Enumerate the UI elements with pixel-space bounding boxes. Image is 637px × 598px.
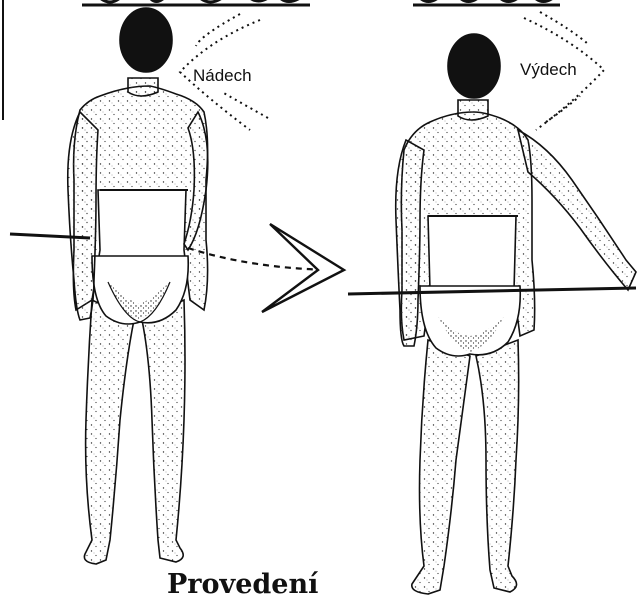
head-left — [120, 8, 172, 72]
exhale-label: Výdech — [520, 60, 577, 79]
figure-start-position — [68, 8, 208, 564]
bottom-title: Provedení — [167, 569, 319, 598]
inhale-label: Nádech — [193, 66, 252, 85]
top-left-heading — [80, 0, 310, 5]
movement-arrow — [188, 224, 344, 312]
figure-execution-position — [396, 34, 636, 594]
head-right — [448, 34, 500, 98]
top-right-heading — [413, 0, 560, 5]
